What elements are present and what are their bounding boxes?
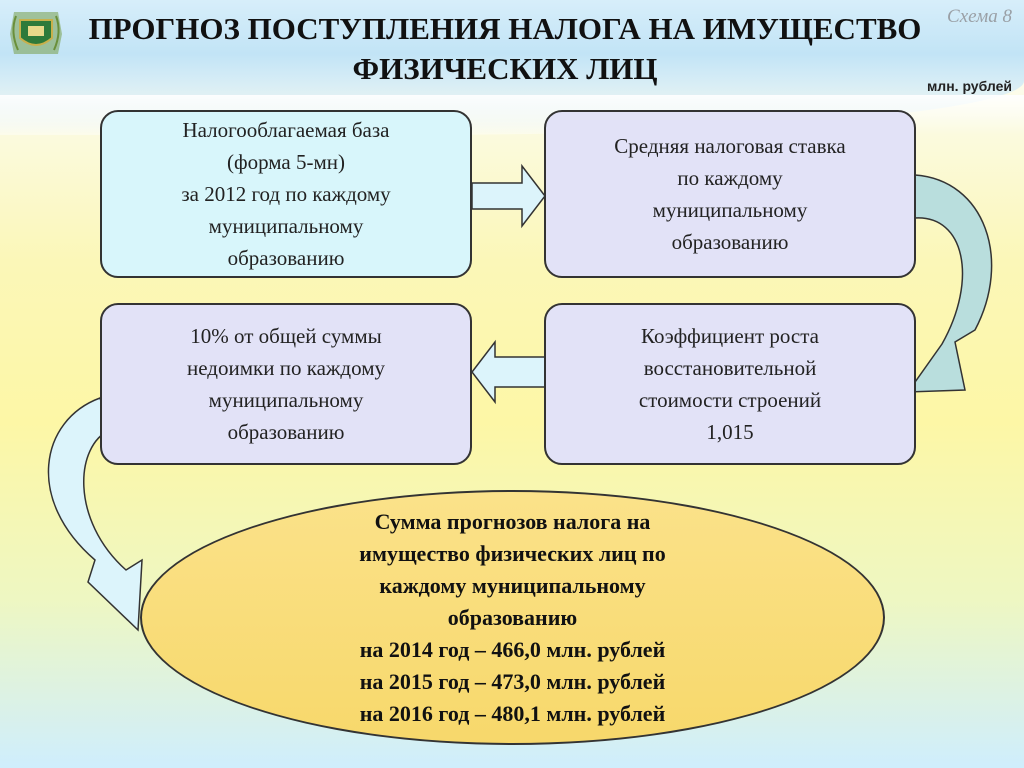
arrears-line: 10% от общей суммы bbox=[190, 324, 382, 348]
avg-rate-line: по каждому bbox=[677, 166, 783, 190]
growth-coef-line: стоимости строений bbox=[638, 388, 822, 412]
tax-base-line: образованию bbox=[227, 246, 345, 270]
growth-coef-line: 1,015 bbox=[706, 420, 754, 444]
tax-base-line: за 2012 год по каждому bbox=[181, 182, 391, 206]
result-line: на 2014 год – 466,0 млн. рублей bbox=[359, 636, 666, 662]
result-line: образованию bbox=[447, 604, 578, 630]
avg-rate-box: Средняя налоговая ставка по каждому муни… bbox=[544, 110, 916, 278]
emblem-icon bbox=[10, 12, 62, 54]
arrears-line: образованию bbox=[227, 420, 345, 444]
arrears-box: 10% от общей суммы недоимки по каждому м… bbox=[100, 303, 472, 465]
growth-coef-line: восстановительной bbox=[643, 356, 817, 380]
curved-arrow-right-icon bbox=[906, 174, 993, 393]
result-line: имущество физических лиц по bbox=[359, 540, 666, 566]
tax-base-line: (форма 5-мн) bbox=[226, 150, 345, 174]
result-line: каждому муниципальному bbox=[379, 572, 646, 598]
avg-rate-line: Средняя налоговая ставка bbox=[614, 134, 846, 158]
arrears-line: муниципальному bbox=[208, 388, 364, 412]
result-line: на 2016 год – 480,1 млн. рублей bbox=[359, 700, 666, 726]
scheme-label: Схема 8 bbox=[947, 6, 1012, 27]
page-title-line1: ПРОГНОЗ ПОСТУПЛЕНИЯ НАЛОГА НА ИМУЩЕСТВО bbox=[88, 11, 922, 46]
tax-base-box: Налогооблагаемая база (форма 5-мн) за 20… bbox=[100, 110, 472, 278]
result-ellipse: Сумма прогнозов налога на имущество физи… bbox=[140, 490, 885, 745]
result-line: на 2015 год – 473,0 млн. рублей bbox=[359, 668, 666, 694]
avg-rate-line: муниципальному bbox=[652, 198, 808, 222]
arrears-line: недоимки по каждому bbox=[187, 356, 385, 380]
growth-coef-box: Коэффициент роста восстановительной стои… bbox=[544, 303, 916, 465]
right-arrow-icon bbox=[471, 163, 546, 229]
left-arrow-icon bbox=[471, 339, 546, 405]
avg-rate-line: образованию bbox=[671, 230, 789, 254]
page-title-line2: ФИЗИЧЕСКИХ ЛИЦ bbox=[352, 51, 658, 86]
tax-base-line: муниципальному bbox=[208, 214, 364, 238]
tax-base-line: Налогооблагаемая база bbox=[182, 118, 390, 142]
curved-arrow-left-icon bbox=[47, 397, 143, 632]
growth-coef-line: Коэффициент роста bbox=[641, 324, 819, 348]
result-line: Сумма прогнозов налога на bbox=[374, 508, 651, 534]
units-label: млн. рублей bbox=[926, 78, 1012, 94]
